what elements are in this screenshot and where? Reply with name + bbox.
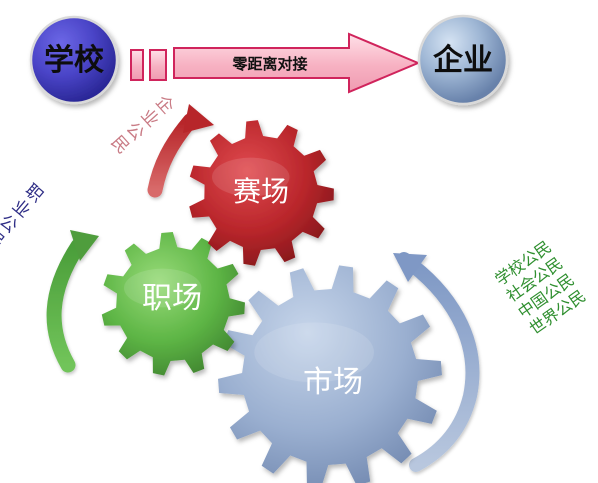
citizen-levels-label: 学校公民 社会公民 中国公民 世界公民 xyxy=(491,237,589,338)
citizen-levels-arrow xyxy=(393,252,480,472)
market-gear-label: 市场 xyxy=(303,365,363,400)
competition-gear-label: 赛场 xyxy=(233,175,289,208)
banner-segment-two xyxy=(149,49,167,81)
school-circle xyxy=(29,15,119,105)
school-label: 学校 xyxy=(44,43,104,78)
zero-distance-arrow xyxy=(173,32,421,94)
workplace-gear-label: 职场 xyxy=(142,281,202,316)
enterprise-label: 企业 xyxy=(433,43,493,78)
workplace-gear xyxy=(101,232,245,376)
banner-segment-one xyxy=(130,49,144,81)
career-citizen-arrow xyxy=(46,230,99,373)
competition-gear xyxy=(189,120,334,266)
enterprise-circle xyxy=(417,14,509,106)
market-gear-highlight xyxy=(254,322,374,383)
career-citizen-char-4: 民 xyxy=(0,226,8,252)
school-node: 学校 xyxy=(29,15,119,105)
zero-distance-label: 零距离对接 xyxy=(231,55,307,73)
market-gear xyxy=(218,265,442,483)
enterprise-node: 企业 xyxy=(417,14,509,106)
gears-layer xyxy=(101,120,442,483)
enterprise-citizen-arrow xyxy=(147,104,214,198)
workplace-gear-highlight xyxy=(123,268,202,308)
competition-gear-highlight xyxy=(211,157,290,197)
career-citizen-label: 职 业 公 民 xyxy=(0,181,47,253)
school-to-enterprise-banner: 零距离对接 xyxy=(130,32,421,94)
